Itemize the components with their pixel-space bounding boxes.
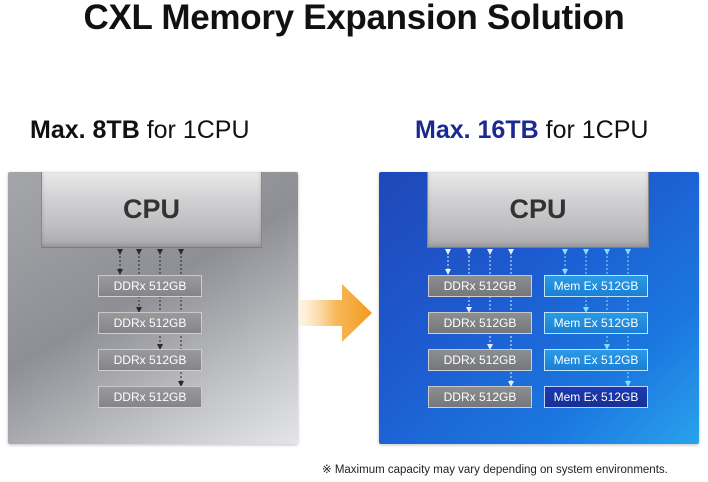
left-cpu: CPU (41, 172, 262, 248)
right-system-panel: CPU DDRx 512GB DDRx 512GB DDRx 512GB DDR… (379, 172, 699, 444)
footnote: ※ Maximum capacity may vary depending on… (322, 464, 668, 476)
right-heading-capacity: Max. 16TB (415, 116, 539, 144)
left-ddr-module-3: DDRx 512GB (98, 349, 202, 371)
right-heading: Max. 16TB for 1CPU (415, 116, 648, 145)
right-cxl-module-1: Mem Ex 512GB (544, 275, 648, 297)
right-cxl-module-3: Mem Ex 512GB (544, 349, 648, 371)
right-cxl-module-4: Mem Ex 512GB (544, 386, 648, 408)
right-ddr-module-1: DDRx 512GB (428, 275, 532, 297)
right-arrow-icon (300, 284, 372, 342)
left-ddr-module-4: DDRx 512GB (98, 386, 202, 408)
right-ddr-module-4: DDRx 512GB (428, 386, 532, 408)
right-ddr-module-3: DDRx 512GB (428, 349, 532, 371)
left-ddr-module-1: DDRx 512GB (98, 275, 202, 297)
right-ddr-module-2: DDRx 512GB (428, 312, 532, 334)
page-title: CXL Memory Expansion Solution (83, 0, 625, 37)
left-heading: Max. 8TB for 1CPU (30, 116, 250, 145)
right-cpu: CPU (427, 172, 649, 248)
right-heading-suffix: for 1CPU (538, 116, 649, 144)
right-cxl-module-2: Mem Ex 512GB (544, 312, 648, 334)
left-heading-suffix: for 1CPU (139, 116, 250, 144)
left-system-panel: CPU DDRx 512GB DDRx 512GB DDRx 512GB DDR… (8, 172, 298, 444)
left-ddr-module-2: DDRx 512GB (98, 312, 202, 334)
left-heading-capacity: Max. 8TB (30, 116, 140, 144)
